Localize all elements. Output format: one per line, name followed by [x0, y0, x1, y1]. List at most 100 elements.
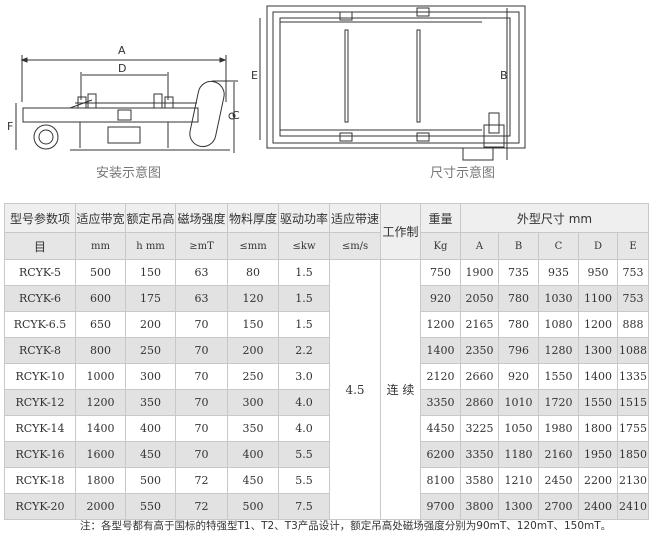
header-cell: 适应带宽	[75, 203, 126, 233]
header-cell: 磁场强度	[175, 203, 228, 233]
table-cell: 950	[578, 259, 618, 286]
table-cell: 175	[125, 285, 176, 312]
table-cell: 450	[125, 441, 176, 468]
header-cell: 驱动功率	[278, 203, 330, 233]
table-cell: 750	[420, 259, 461, 286]
table-cell: 1400	[75, 415, 126, 442]
table-cell: 8100	[420, 467, 461, 494]
table-cell: RCYK-12	[4, 389, 76, 416]
table-cell: 2000	[75, 493, 126, 520]
table-cell: 2450	[538, 467, 579, 494]
header-cell: ≤m/s	[329, 232, 381, 260]
table-cell: 600	[75, 285, 126, 312]
table-cell: 1100	[578, 285, 618, 312]
table-cell: RCYK-18	[4, 467, 76, 494]
spec-table: 型号参数项 适应带宽 额定吊高 磁场强度 物料厚度 驱动功率 适应带速 工作制 …	[4, 203, 649, 520]
table-cell: 400	[227, 441, 279, 468]
table-cell: 70	[175, 441, 228, 468]
table-cell: 3800	[460, 493, 499, 520]
header-cell: 额定吊高	[125, 203, 176, 233]
table-cell: 120	[227, 285, 279, 312]
table-cell: 1000	[75, 363, 126, 390]
table-cell: 3225	[460, 415, 499, 442]
header-cell: A	[460, 232, 499, 260]
table-cell: 1210	[498, 467, 539, 494]
table-cell: 1300	[498, 493, 539, 520]
table-cell: 3350	[460, 441, 499, 468]
table-cell: 70	[175, 337, 228, 364]
table-cell: 500	[75, 259, 126, 286]
table-cell: 3350	[420, 389, 461, 416]
table-cell: RCYK-14	[4, 415, 76, 442]
label-d: D	[118, 62, 127, 75]
table-cell: 1755	[616, 415, 649, 442]
header-cell: mm	[75, 232, 126, 260]
table-cell: 7.5	[278, 493, 330, 520]
table-cell: 1.5	[278, 311, 330, 338]
table-cell: 5.5	[278, 441, 330, 468]
table-cell: 780	[498, 285, 539, 312]
table-cell: 1850	[616, 441, 649, 468]
table-cell: 2130	[616, 467, 649, 494]
table-cell: 1300	[578, 337, 618, 364]
header-cell: 工作制	[380, 203, 421, 260]
header-cell: E	[616, 232, 649, 260]
table-cell: 70	[175, 363, 228, 390]
table-cell: 200	[125, 311, 176, 338]
header-cell: 物料厚度	[227, 203, 279, 233]
table-cell: 753	[616, 259, 649, 286]
table-cell: RCYK-20	[4, 493, 76, 520]
table-cell: 3.0	[278, 363, 330, 390]
installation-diagram	[15, 55, 238, 153]
table-cell: 450	[227, 467, 279, 494]
table-cell: RCYK-16	[4, 441, 76, 468]
table-cell: 1080	[538, 311, 579, 338]
header-cell: ≥mT	[175, 232, 228, 260]
table-cell: 2700	[538, 493, 579, 520]
table-cell: 3580	[460, 467, 499, 494]
table-cell: RCYK-8	[4, 337, 76, 364]
header-cell: 重量	[420, 203, 461, 233]
header-cell: Kg	[420, 232, 461, 260]
table-cell: 2160	[538, 441, 579, 468]
table-cell: 350	[125, 389, 176, 416]
table-cell: 1200	[578, 311, 618, 338]
table-cell: 300	[227, 389, 279, 416]
header-cell: 外型尺寸 mm	[459, 203, 649, 233]
table-cell: 780	[498, 311, 539, 338]
table-cell: 2660	[460, 363, 499, 390]
table-cell: 796	[498, 337, 539, 364]
table-cell: 1088	[616, 337, 649, 364]
table-cell: 1335	[616, 363, 649, 390]
table-cell: 500	[125, 467, 176, 494]
table-cell: 1600	[75, 441, 126, 468]
header-cell: 目	[4, 232, 76, 260]
table-cell: 1200	[420, 311, 461, 338]
table-cell: 150	[227, 311, 279, 338]
table-cell: 2860	[460, 389, 499, 416]
table-cell: 1800	[578, 415, 618, 442]
table-cell: 9700	[420, 493, 461, 520]
table-cell: 1720	[538, 389, 579, 416]
table-cell: 1515	[616, 389, 649, 416]
table-cell: 2.2	[278, 337, 330, 364]
table-cell: 1550	[538, 363, 579, 390]
table-cell: 2050	[460, 285, 499, 312]
header-cell: B	[498, 232, 539, 260]
table-cell: 888	[616, 311, 649, 338]
table-cell: 4.0	[278, 415, 330, 442]
table-cell: 1280	[538, 337, 579, 364]
table-cell: RCYK-6.5	[4, 311, 76, 338]
table-cell: 72	[175, 467, 228, 494]
table-cell: 550	[125, 493, 176, 520]
label-f: F	[7, 120, 14, 133]
table-cell: 5.5	[278, 467, 330, 494]
table-cell: 1800	[75, 467, 126, 494]
table-cell: 250	[227, 363, 279, 390]
